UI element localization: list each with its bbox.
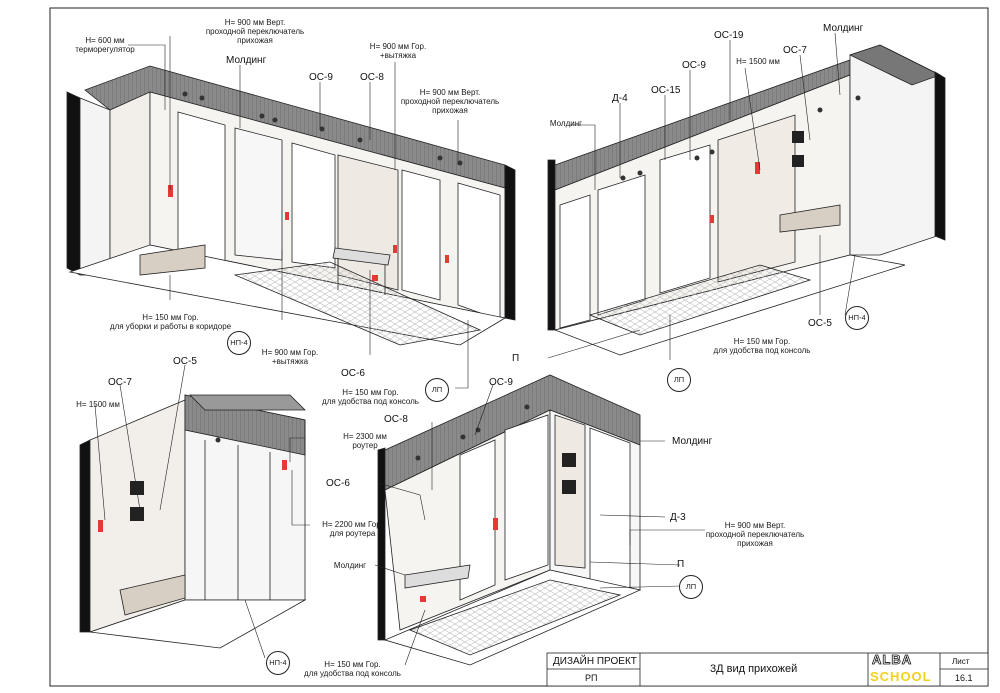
label-line: прихожая [737, 539, 773, 548]
label-line: проходной переключатель [705, 530, 805, 539]
view2-os19-code: ОС-19 [714, 30, 744, 41]
view4-switch-label: H= 900 мм Верт. проходной переключатель … [700, 521, 810, 548]
view4-molding-right-label: Молдинг [672, 436, 713, 447]
sheet-title: 3Д вид прихожей [710, 663, 798, 675]
view2-os7-code: ОС-7 [783, 45, 807, 56]
view4-d3-code: Д-3 [670, 512, 686, 523]
view1-thermostat-label: H= 600 мм терморегулятор [75, 36, 135, 54]
title-block-frame [546, 652, 989, 687]
view2-h1500-label: H= 1500 мм [736, 57, 780, 66]
view2-molding-top-label: Молдинг [823, 23, 864, 34]
view1-molding-label: Молдинг [226, 55, 267, 66]
view4-lp-marker: ЛП [679, 575, 703, 599]
label-line: H= 150 мм Гор. [342, 388, 399, 397]
label-line: для удобства под консоль [322, 397, 419, 406]
view1-os9-code: ОС-9 [309, 72, 333, 83]
label-line: H= 150 мм Гор. [733, 337, 791, 346]
view2-np4-marker: НП-4 [845, 306, 869, 330]
view1-hood2-label: H= 900 мм Гор. +вытяжка [250, 348, 330, 366]
stage-label: РП [585, 673, 598, 683]
sheet-frame [49, 7, 989, 687]
label-line: для удобства под консоль [304, 669, 401, 678]
view1-cleaning-socket-label: H= 150 мм Гор. для уборки и работы в кор… [108, 313, 233, 331]
view1-lp-marker: ЛП [425, 378, 449, 402]
view3-router-height-label: H= 2300 мм роутер [330, 432, 400, 450]
view2-lp-marker: ЛП [667, 368, 691, 392]
logo-school: SCHOOL [870, 669, 932, 684]
sheet-number: 16.1 [955, 673, 973, 683]
label-line: H= 900 мм Верт. [419, 88, 481, 97]
view1-os6-code: ОС-6 [341, 368, 365, 379]
label-line: H= 150 мм Гор. [142, 313, 199, 322]
label-line: терморегулятор [75, 45, 135, 54]
view2-molding-left-label: Молдинг [549, 119, 583, 128]
label-line: для роутера [329, 529, 376, 538]
view3-np4-marker: НП-4 [266, 651, 290, 675]
view1-np4-marker: НП-4 [227, 331, 251, 355]
label-line: H= 900 мм Гор. [369, 42, 427, 51]
view1-switch2-label: H= 900 мм Верт. проходной переключатель … [395, 88, 505, 115]
view4-console-socket-label: H= 150 мм Гор. для удобства под консоль [300, 660, 405, 678]
label-line: проходной переключатель [400, 97, 500, 106]
view3-os7-code: ОС-7 [108, 377, 132, 388]
view2-d4-code: Д-4 [612, 93, 628, 104]
label-line: H= 2200 мм Гор. [322, 520, 383, 529]
view2-console-socket-label: H= 150 мм Гор. для удобства под консоль [712, 337, 812, 355]
view4-os9-code: ОС-9 [489, 377, 513, 388]
view1-console-socket-label: H= 150 мм Гор. для удобства под консоль [318, 388, 423, 406]
sheet-label: Лист [952, 657, 970, 666]
label-line: для уборки и работы в коридоре [109, 322, 232, 331]
label-line: H= 900 мм Верт. [224, 18, 286, 27]
label-line: роутер [352, 441, 378, 450]
view4-p-code: П [677, 559, 685, 570]
label-line: для удобства под консоль [713, 346, 811, 355]
view2-os5-code: ОС-5 [808, 318, 832, 329]
label-line: H= 2300 мм [343, 432, 387, 441]
view3-h1500-label: H= 1500 мм [76, 400, 120, 409]
project-label: ДИЗАЙН ПРОЕКТ [553, 656, 637, 667]
view3-router-socket-label: H= 2200 мм Гор. для роутера [310, 520, 395, 538]
label-line: H= 150 мм Гор. [324, 660, 381, 669]
view1-hood-label: H= 900 мм Гор. +вытяжка [358, 42, 438, 60]
label-line: H= 900 мм Гор. [261, 348, 319, 357]
label-line: прихожая [237, 36, 273, 45]
view1-os8-code: ОС-8 [360, 72, 384, 83]
label-line: +вытяжка [271, 357, 309, 366]
view4-os6-code: ОС-6 [326, 478, 350, 489]
label-line: прихожая [432, 106, 468, 115]
logo-alba: ALBA [872, 652, 913, 668]
view1-hallway-3d [66, 65, 516, 346]
view4-os8-code: ОС-8 [384, 414, 408, 425]
view2-hallway-3d [547, 44, 946, 356]
label-line: +вытяжка [379, 51, 417, 60]
label-line: проходной переключатель [205, 27, 305, 36]
label-line: H= 600 мм [85, 36, 125, 45]
view2-p-code: П [512, 353, 520, 364]
view2-os9-code: ОС-9 [682, 60, 706, 71]
view4-hallway-3d [377, 374, 642, 666]
view3-hallway-3d [79, 394, 307, 649]
label-line: H= 900 мм Верт. [724, 521, 786, 530]
view4-molding-left-label: Молдинг [333, 561, 367, 570]
leader-lines [94, 32, 856, 666]
view3-os5-code: ОС-5 [173, 356, 197, 367]
view1-switch-label: H= 900 мм Верт. проходной переключатель … [200, 18, 310, 45]
view2-os15-code: ОС-15 [651, 85, 681, 96]
